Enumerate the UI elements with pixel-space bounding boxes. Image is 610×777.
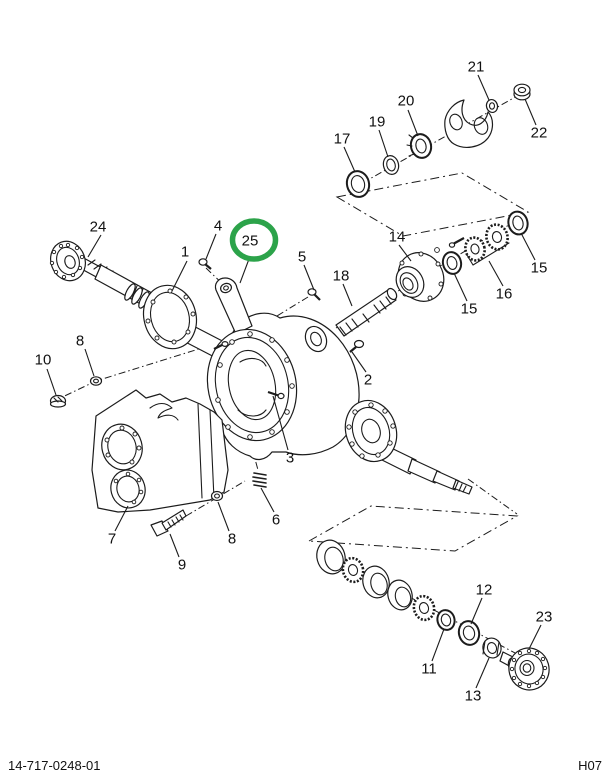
- upper-kit-boundary: [335, 172, 530, 237]
- lower-diff-group: [316, 539, 550, 691]
- callout-5: 5: [298, 249, 306, 266]
- lower-kit-boundary: [307, 505, 519, 552]
- nut-8-upper: [89, 376, 103, 386]
- upper-driveline-group: [345, 83, 531, 198]
- callout-23: 23: [536, 609, 553, 626]
- bolt-4: [198, 258, 212, 270]
- callout-17: 17: [334, 131, 351, 148]
- callout-11: 11: [421, 661, 437, 678]
- callout-10: 10: [35, 352, 52, 369]
- pinion-bearing-group: [395, 210, 529, 302]
- callout-16: 16: [496, 286, 513, 303]
- stud-3: [267, 390, 285, 400]
- callout-25-highlighted: 25: [242, 233, 259, 250]
- fasteners: [49, 258, 365, 537]
- axle-housing: [206, 277, 360, 461]
- bolt-9: [150, 509, 187, 537]
- bolt-5: [307, 288, 321, 301]
- nut-10: [49, 394, 67, 408]
- document-number: 14-717-0248-01: [8, 758, 101, 773]
- callout-1: 1: [181, 244, 189, 261]
- callout-2: 2: [364, 372, 372, 389]
- callout-9: 9: [178, 557, 186, 574]
- u-joint-yoke: [444, 99, 494, 148]
- callout-labels: 1 2 3 4 5 6 7 8 8 9 10 11 12 13 14 15 15…: [35, 59, 553, 705]
- leader-lines: [46, 74, 542, 689]
- callout-13: 13: [465, 688, 482, 705]
- callout-18: 18: [333, 268, 350, 285]
- callout-19: 19: [369, 114, 386, 131]
- input-shaft-18: [335, 287, 398, 337]
- callout-8-lower: 8: [228, 531, 236, 548]
- callout-21: 21: [468, 59, 485, 76]
- callout-22: 22: [531, 125, 548, 142]
- callout-8-upper: 8: [76, 333, 84, 350]
- callout-14: 14: [389, 229, 406, 246]
- callout-7: 7: [108, 531, 116, 548]
- callout-15-left: 15: [461, 301, 478, 318]
- callout-12: 12: [476, 582, 493, 599]
- bolt-2: [349, 339, 365, 353]
- callout-20: 20: [398, 93, 415, 110]
- left-axle-group: [49, 240, 233, 363]
- bracket-16: [466, 242, 510, 266]
- highlight-circle: [229, 218, 279, 262]
- callout-3: 3: [286, 450, 294, 467]
- page-code: H07: [578, 758, 602, 773]
- spring-6: [252, 472, 267, 488]
- right-axle-shaft: [344, 399, 473, 495]
- callout-24: 24: [90, 219, 107, 236]
- gasket-stud: [213, 341, 229, 350]
- power-divider-housing: [91, 389, 229, 513]
- callout-4: 4: [214, 218, 222, 235]
- callout-15-right: 15: [531, 260, 548, 277]
- callout-6: 6: [272, 512, 280, 529]
- nut-8-lower: [210, 490, 224, 502]
